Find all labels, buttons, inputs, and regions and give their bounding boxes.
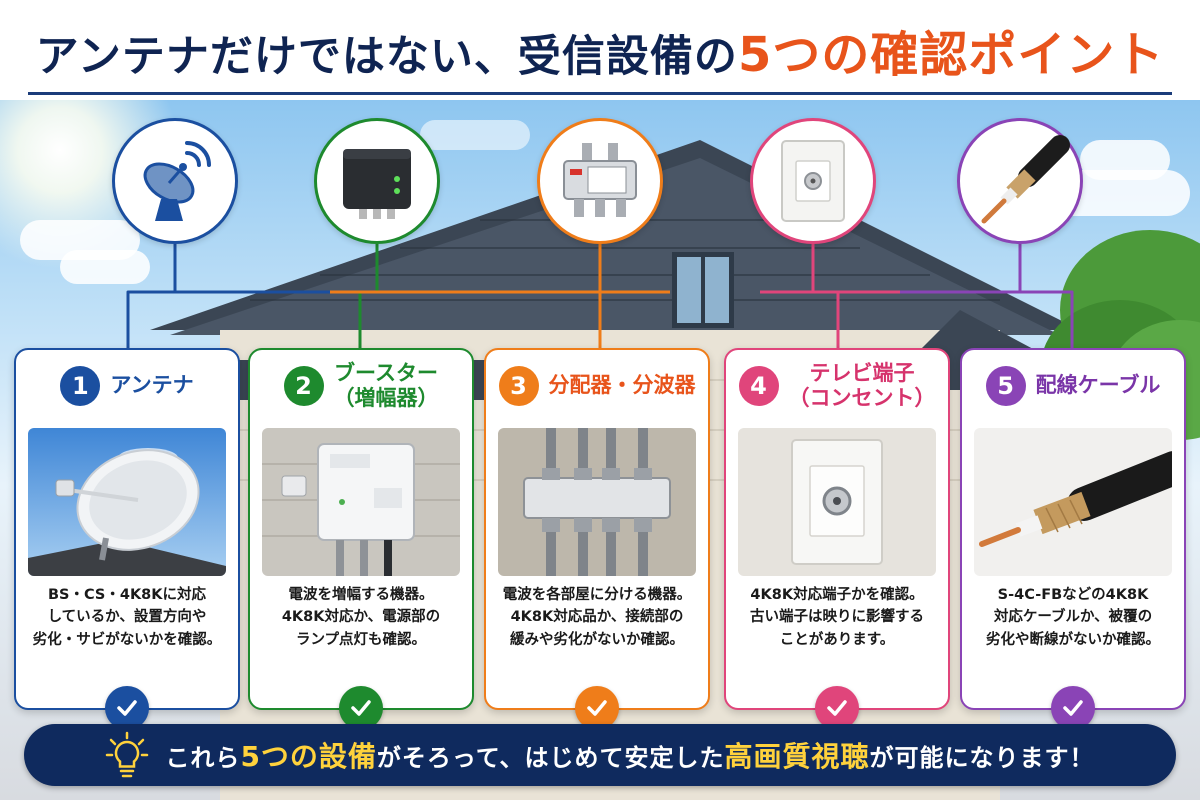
description-line: 4K8K対応端子かを確認。: [750, 587, 924, 603]
icon-circle-tv-outlet: [750, 118, 876, 244]
tv-outlet-photo: [738, 428, 936, 576]
icon-circle-splitter: [537, 118, 663, 244]
summary-banner: これら5つの設備がそろって、はじめて安定した高画質視聴が可能になります！: [24, 724, 1176, 786]
check-icon: [1051, 686, 1095, 730]
card-cable: 5 配線ケーブル S-4C-FBなどの4K8K 対応ケーブルか、被覆の 劣化や断…: [960, 348, 1186, 730]
card-subtitle: （増幅器）: [333, 386, 439, 410]
booster-photo: [262, 428, 460, 576]
summary-part: がそろって、はじめて安定した: [376, 744, 725, 772]
card-description: 電波を各部屋に分ける機器。 4K8K対応品か、接続部の 緩みや劣化がないか確認。: [494, 584, 700, 651]
card-tv-outlet: 4 テレビ端子 （コンセント） 4K8K対応端子かを確認。 古い端子は映りに影響…: [724, 348, 950, 730]
step-number-badge: 5: [985, 366, 1026, 406]
step-number-badge: 2: [283, 366, 324, 406]
icon-circle-booster: [314, 118, 440, 244]
step-number-badge: 4: [738, 366, 779, 406]
page-title: アンテナだけではない、受信設備の5つの確認ポイント: [36, 15, 1165, 85]
title-prefix: アンテナだけではない、受信設備の: [35, 32, 738, 82]
description-line: 対応ケーブルか、被覆の: [993, 609, 1153, 626]
card-header: 2 ブースター （増幅器）: [250, 350, 472, 422]
step-number-badge: 3: [498, 366, 539, 406]
card-header: 3 分配器・分波器: [486, 350, 708, 422]
step-number-badge: 1: [60, 366, 101, 406]
description-line: 電波を各部屋に分ける機器。: [502, 587, 692, 603]
lightbulb-icon: [106, 731, 149, 778]
cloud: [420, 120, 530, 150]
description-line: 電波を増幅する機器。: [288, 587, 434, 603]
description-line: 緩みや劣化がないか確認。: [510, 631, 684, 648]
check-icon: [575, 686, 619, 730]
card-title: テレビ端子: [809, 360, 915, 385]
summary-part: が可能になります！: [869, 744, 1095, 772]
splitter-photo: [498, 428, 696, 576]
description-line: 4K8K対応品か、接続部の: [510, 609, 684, 626]
description-line: ランプ点灯も確認。: [295, 631, 427, 648]
description-line: S-4C-FBなどの4K8K: [997, 587, 1149, 603]
description-line: 劣化や断線がないか確認。: [986, 631, 1160, 648]
coax-cable-icon: [981, 135, 1070, 224]
card-description: 電波を増幅する機器。 4K8K対応か、電源部の ランプ点灯も確認。: [258, 584, 464, 651]
title-accent: 5つの確認ポイント: [737, 27, 1165, 83]
card-header: 1 アンテナ: [16, 350, 238, 422]
description-line: 4K8K対応か、電源部の: [281, 609, 441, 626]
cloud: [60, 250, 150, 284]
card-title: 分配器・分波器: [548, 373, 696, 398]
satellite-dish-photo: [28, 428, 226, 576]
splitter-icon: [563, 143, 637, 217]
description-line: ことがあります。: [779, 631, 895, 648]
card-splitter: 3 分配器・分波器 電波を各部屋に分ける機器。 4K8K対応品か、接続部の 緩み…: [484, 348, 710, 730]
summary-text: これら5つの設備がそろって、はじめて安定した高画質視聴が可能になります！: [165, 735, 1094, 775]
tv-outlet-icon: [781, 140, 845, 222]
card-description: S-4C-FBなどの4K8K 対応ケーブルか、被覆の 劣化や断線がないか確認。: [970, 584, 1176, 651]
title-bar: アンテナだけではない、受信設備の5つの確認ポイント: [0, 0, 1200, 100]
card-description: BS・CS・4K8Kに対応 しているか、設置方向や 劣化・サビがないかを確認。: [24, 584, 230, 651]
icon-circle-antenna: [112, 118, 238, 244]
card-title: 配線ケーブル: [1035, 373, 1161, 398]
card-title: ブースター: [334, 360, 438, 385]
satellite-dish-icon: [143, 141, 211, 221]
summary-highlight: 高画質視聴: [724, 740, 870, 773]
card-header: 5 配線ケーブル: [962, 350, 1184, 422]
check-icon: [815, 686, 859, 730]
card-booster: 2 ブースター （増幅器） 電波を増幅する機器。 4K8K対応か、電源部の ラン…: [248, 348, 474, 730]
icon-circle-cable: [957, 118, 1083, 244]
description-line: 劣化・サビがないかを確認。: [32, 631, 222, 648]
description-line: しているか、設置方向や: [47, 609, 207, 626]
title-divider: [28, 92, 1172, 95]
description-line: BS・CS・4K8Kに対応: [48, 587, 206, 603]
card-header: 4 テレビ端子 （コンセント）: [726, 350, 948, 422]
description-line: 古い端子は映りに影響する: [750, 609, 924, 626]
card-subtitle: （コンセント）: [788, 386, 936, 410]
coax-cable-photo: [974, 428, 1172, 576]
booster-box-icon: [343, 149, 411, 219]
cloud: [1080, 140, 1170, 180]
check-icon: [105, 686, 149, 730]
check-icon: [339, 686, 383, 730]
summary-part: これら: [165, 744, 241, 772]
card-description: 4K8K対応端子かを確認。 古い端子は映りに影響する ことがあります。: [734, 584, 940, 651]
connector-lines: [126, 244, 1074, 350]
card-title: アンテナ: [110, 373, 194, 398]
card-antenna: 1 アンテナ BS・CS・4K8Kに対応 しているか、設置方向や 劣化・サビがな…: [14, 348, 240, 730]
summary-highlight: 5つの設備: [240, 740, 377, 773]
